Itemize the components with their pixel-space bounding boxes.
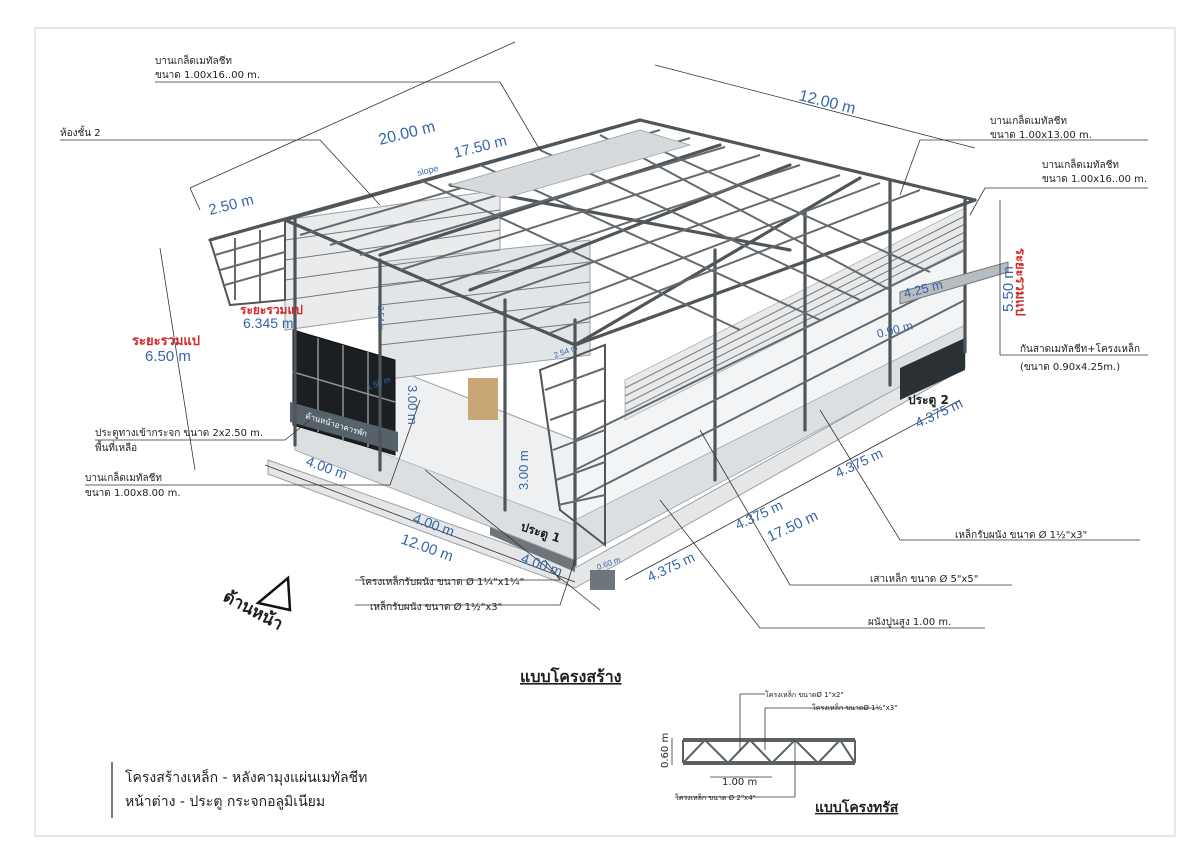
dim-width-top: 12.00 m	[797, 87, 857, 117]
truss-height: 0.60 m	[660, 733, 671, 768]
callout-wall-steel-front: เหล็กรับผนัง ขนาด Ø 1½"x3"	[370, 599, 502, 613]
note-line-2: หน้าต่าง - ประตู กระจกอลูมิเนียม	[125, 794, 325, 810]
dim-door-h: 3.00 m	[405, 385, 420, 425]
structure-title: แบบโครงสร้าง	[520, 666, 621, 686]
truss-top-chord: โครงเหล็ก ขนาดØ 1"x2"	[765, 690, 844, 699]
note-line-1: โครงสร้างเหล็ก - หลังคามุงแผ่นเมทัลชีท	[125, 768, 367, 786]
top-louver	[448, 129, 692, 199]
callout-sheet-top-left-1: บานเกล็ดเมทัลชีท	[155, 53, 232, 67]
leader-lines	[60, 41, 1148, 629]
red-label-left-outer: ระยะรวมแป	[132, 334, 200, 349]
dim-height-left: 6.50 m	[145, 348, 191, 365]
truss-title: แบบโครงทรัส	[815, 798, 899, 816]
callout-room2: ห้องชั้น 2	[60, 125, 101, 139]
room2-front	[379, 239, 591, 381]
dim-side-3: 4.375 m	[833, 445, 886, 481]
callout-wall-frame-front: โครงเหล็กรับผนัง ขนาด Ø 1¼"x1¼"	[360, 574, 524, 588]
red-labels: ระยะรวมแป ระยะรวมแป ระยะรวมแป	[132, 248, 1027, 349]
front-sign-board	[290, 402, 398, 452]
notes-block: โครงสร้างเหล็ก - หลังคามุงแผ่นเมทัลชีท ห…	[111, 762, 367, 818]
dim-inner-h: 3.00 m	[516, 450, 531, 490]
callout-canopy-1: กันสาดเมทัลชีท+โครงเหล็ก	[1020, 341, 1140, 355]
callout-wall-steel-right: เหล็กรับผนัง ขนาด Ø 1½"x3"	[955, 527, 1087, 541]
sheet-border	[34, 27, 1176, 837]
truss-web: โครงเหล็ก ขนาดØ 1½"x3"	[812, 703, 897, 712]
callout-sheet-right-2: ขนาด 1.00x16..00 m.	[1042, 174, 1147, 185]
callout-sheet-left-low-1: บานเกล็ดเมทัลชีท	[85, 470, 162, 484]
callout-sheet-top-left-2: ขนาด 1.00x16..00 m.	[155, 70, 260, 81]
callout-column: เสาเหล็ก ขนาด Ø 5"x5"	[870, 571, 978, 585]
callout-labels: บานเกล็ดเมทัลชีท ขนาด 1.00x16..00 m. ห้อ…	[60, 53, 1147, 628]
dim-small-d: 2.54 m	[376, 306, 385, 331]
building-model	[208, 118, 1009, 590]
dim-height-inner: 6.345 m	[243, 315, 294, 331]
dim-side-1: 4.375 m	[645, 549, 698, 585]
callout-glass-door-1: ประตูทางเข้ากระจก ขนาด 2x2.50 m.	[95, 427, 263, 439]
red-label-right: ระยะรวมแป	[1012, 248, 1027, 316]
red-label-left-inner: ระยะรวมแป	[240, 303, 303, 317]
front-label: ด้านหน้า	[220, 587, 286, 635]
callout-glass-door-2: พื้นที่เหลือ	[95, 440, 137, 454]
truss-detail: 0.60 m 1.00 m โครงเหล็ก ขนาดØ 1"x2" โครง…	[660, 690, 899, 816]
truss-spacing: 1.00 m	[722, 777, 757, 788]
front-direction-icon	[255, 575, 292, 612]
dim-height-right: 5.50 m	[1000, 266, 1017, 312]
callout-plaster-wall: ผนังปูนสูง 1.00 m.	[868, 617, 951, 628]
callout-sheet-top-right-1: บานเกล็ดเมทัลชีท	[990, 113, 1067, 127]
callout-canopy-2: (ขนาด 0.90x4.25m.)	[1020, 362, 1120, 373]
inner-door	[468, 378, 498, 420]
door-2-label: ประตู 2	[908, 393, 949, 408]
dim-overhang: 2.50 m	[207, 191, 256, 219]
truss-bottom: โครงเหล็ก ขนาด Ø 2"x4"	[675, 793, 756, 802]
door-2	[900, 338, 965, 400]
dim-total-length: 20.00 m	[377, 118, 437, 148]
callout-sheet-right-1: บานเกล็ดเมทัลชีท	[1042, 157, 1119, 171]
canopy	[899, 261, 1009, 305]
callout-sheet-left-low-2: ขนาด 1.00x8.00 m.	[85, 488, 181, 499]
callout-sheet-top-right-2: ขนาด 1.00x13.00 m.	[990, 130, 1092, 141]
